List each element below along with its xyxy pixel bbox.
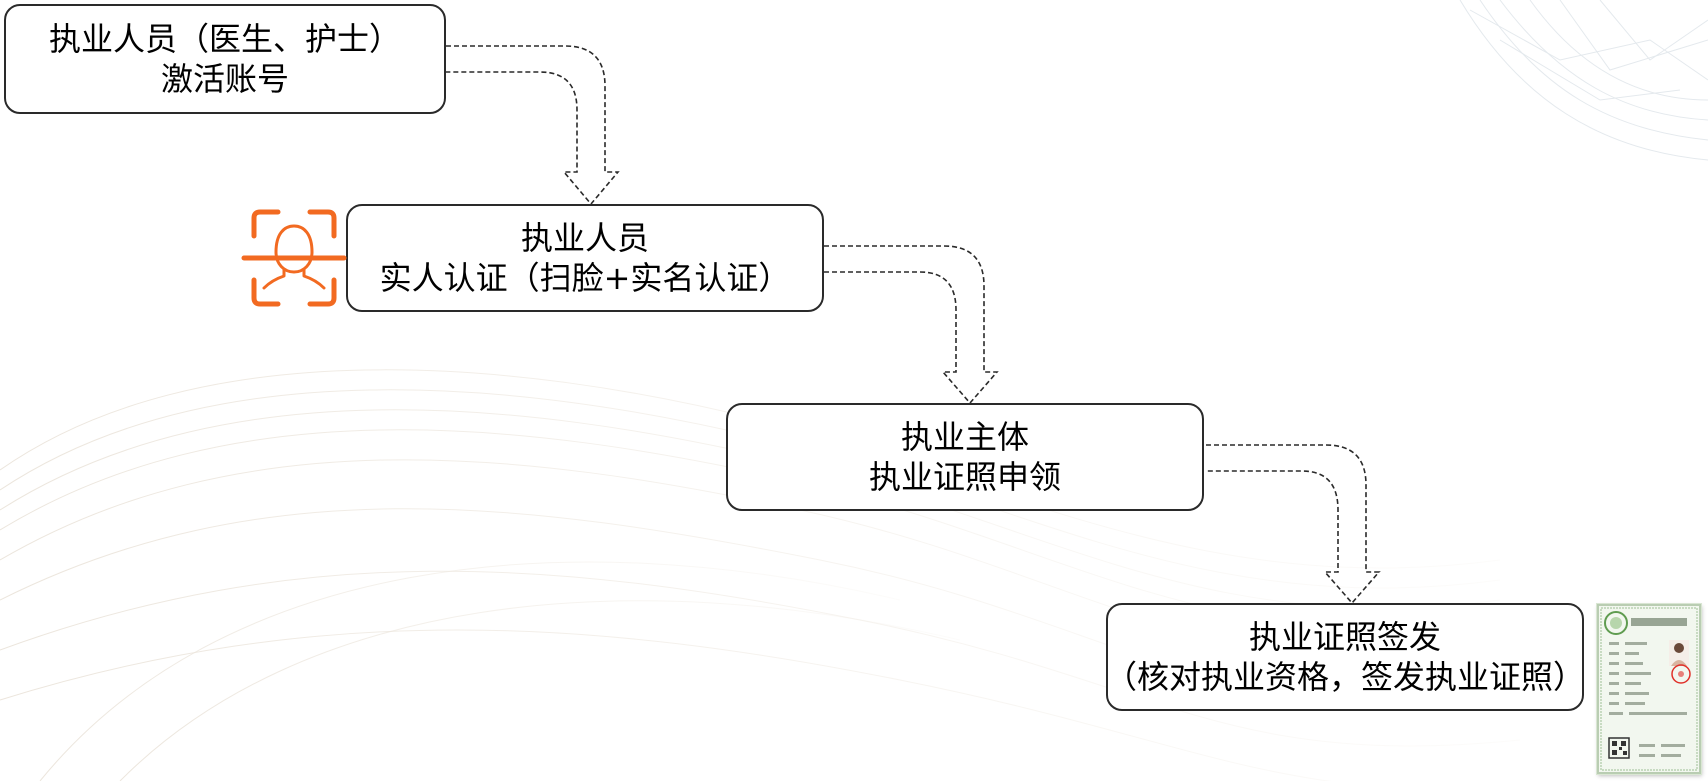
step-1-line-1: 执业人员（医生、护士）: [48, 20, 401, 58]
step-3-line-1: 执业主体: [900, 418, 1029, 456]
step-4-line-2: （核对执业资格，签发执业证照）: [1105, 658, 1586, 696]
step-2-line-1: 执业人员: [520, 219, 649, 257]
face-scan-icon: [241, 209, 347, 307]
step-3-line-2: 执业证照申领: [868, 458, 1061, 496]
step-activate-account: 执业人员（医生、护士） 激活账号: [4, 4, 446, 114]
step-license-application: 执业主体 执业证照申领: [726, 403, 1204, 511]
connector-arrow-1: [446, 45, 620, 206]
connector-arrow-3: [1206, 444, 1381, 605]
certificate-red-seal: [1671, 664, 1691, 684]
step-license-issuance: 执业证照签发 （核对执业资格，签发执业证照）: [1105, 603, 1586, 711]
certificate-green-seal: [1604, 611, 1628, 635]
step-1-line-2: 激活账号: [160, 60, 289, 98]
step-real-person-verification: 执业人员 实人认证（扫脸+实名认证）: [346, 204, 824, 312]
certificate-qr-code: [1608, 737, 1630, 759]
step-4-line-1: 执业证照签发: [1248, 618, 1441, 656]
certificate-photo: [1669, 640, 1689, 666]
step-2-line-2: 实人认证（扫脸+实名认证）: [379, 259, 791, 297]
certificate-thumbnail: [1597, 604, 1701, 774]
connector-arrow-2: [824, 245, 999, 405]
